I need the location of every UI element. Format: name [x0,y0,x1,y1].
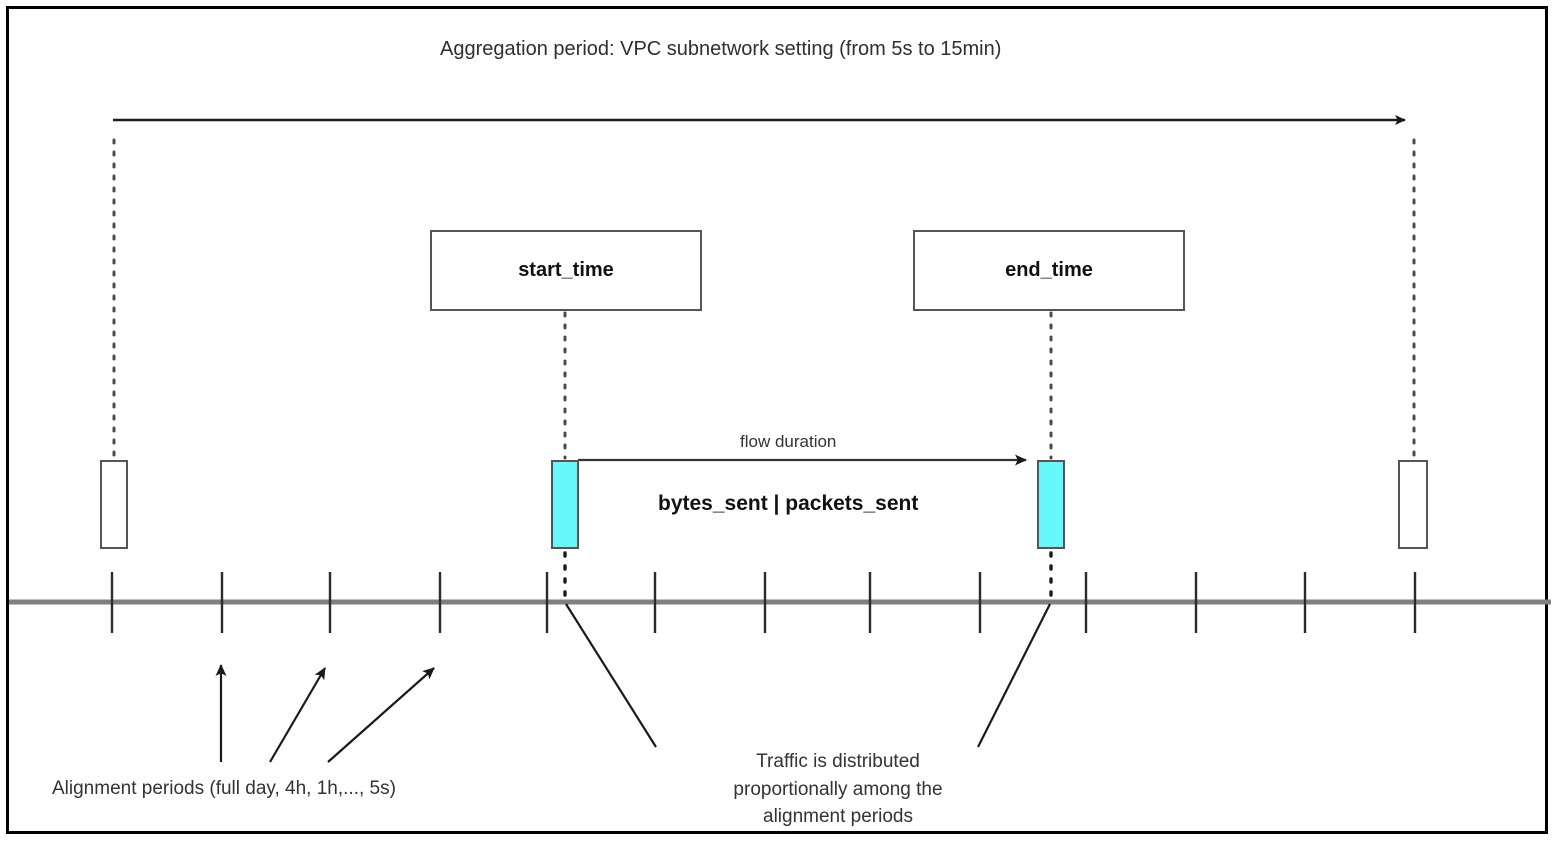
diagram-frame [6,6,1548,834]
end-time-box: end_time [913,230,1185,311]
end-time-label: end_time [1005,259,1093,281]
left-boundary-marker [100,460,128,549]
bytes-packets-label: bytes_sent | packets_sent [658,492,919,515]
alignment-periods-label: Alignment periods (full day, 4h, 1h,...,… [52,778,396,799]
start-time-box: start_time [430,230,702,311]
right-boundary-marker [1398,460,1428,549]
aggregation-period-title: Aggregation period: VPC subnetwork setti… [440,38,1002,60]
traffic-note-line-1: Traffic is distributed [756,751,920,772]
start-time-marker [551,460,579,549]
traffic-note-line-3: alignment periods [763,806,913,828]
start-time-label: start_time [518,259,614,281]
end-time-marker [1037,460,1065,549]
traffic-distribution-note: Traffic is distributed proportionally am… [688,748,988,831]
flow-duration-label: flow duration [740,432,837,451]
traffic-note-line-2: proportionally among the [733,778,943,800]
